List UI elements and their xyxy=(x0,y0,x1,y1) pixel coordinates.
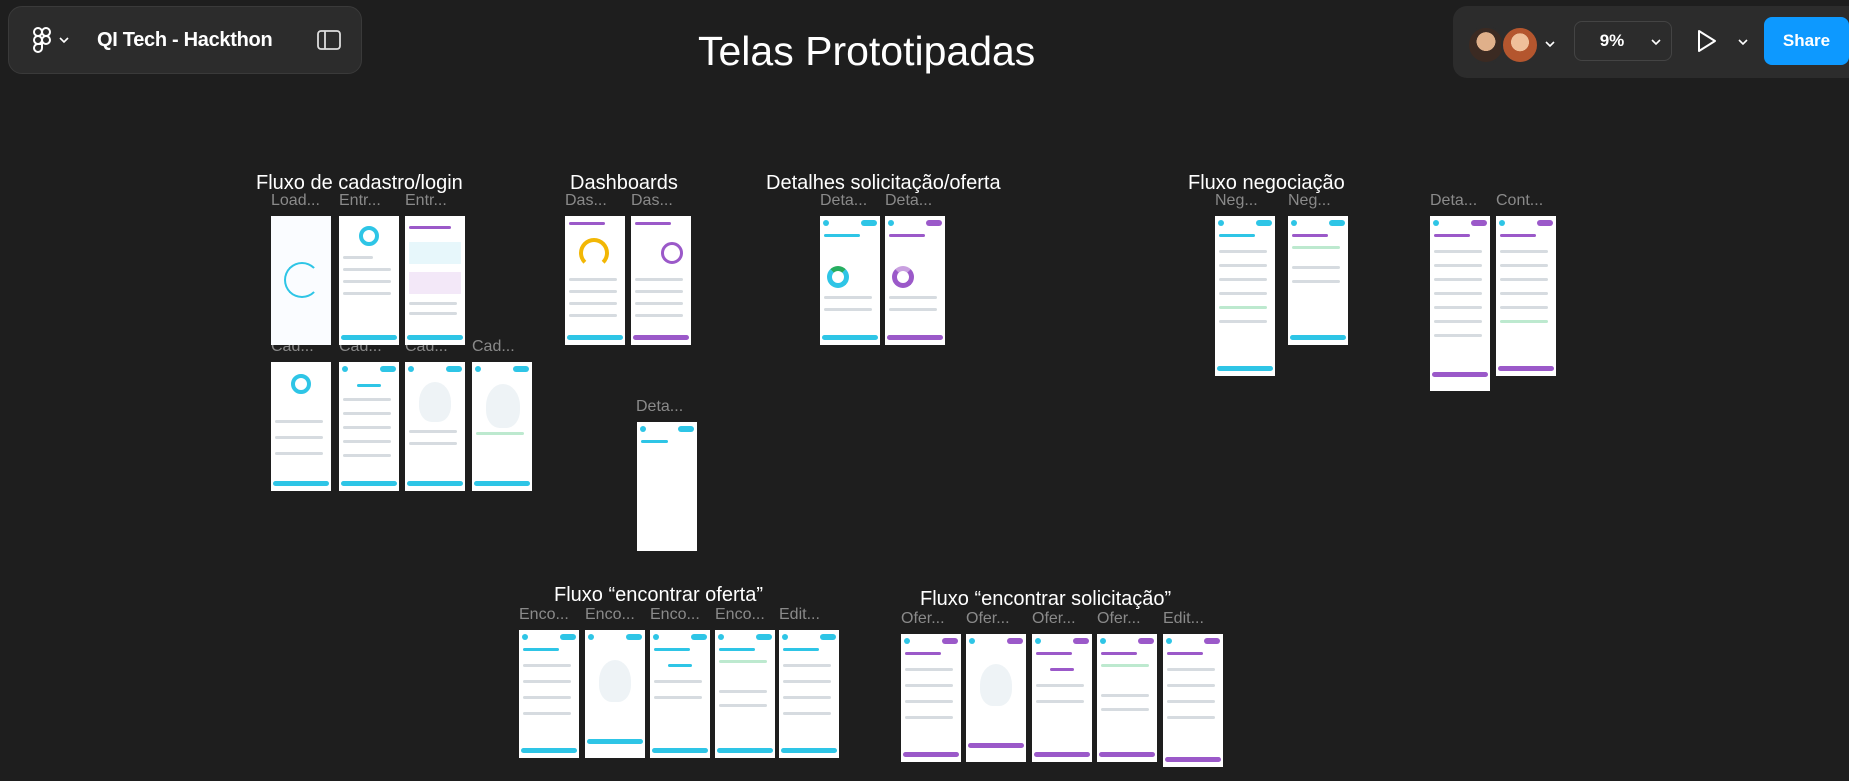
frame-label[interactable]: Deta... xyxy=(636,398,684,415)
frame-thumbnail[interactable] xyxy=(901,634,961,762)
frame-thumbnail[interactable] xyxy=(271,362,331,491)
frame-label[interactable]: Ofer... xyxy=(1097,610,1141,627)
frame-label[interactable]: Enco... xyxy=(650,606,700,623)
frame-thumbnail[interactable] xyxy=(1288,216,1348,345)
zoom-dropdown[interactable]: 9% xyxy=(1574,21,1672,61)
play-icon[interactable] xyxy=(1696,29,1718,53)
share-toolbar: 9% Share xyxy=(1453,6,1849,78)
frame-label[interactable]: Das... xyxy=(565,192,607,209)
share-button[interactable]: Share xyxy=(1764,17,1849,65)
frame-label[interactable]: Enco... xyxy=(585,606,635,623)
frame-thumbnail[interactable] xyxy=(820,216,880,345)
page-title: Telas Prototipadas xyxy=(698,28,1036,74)
frame-label[interactable]: Deta... xyxy=(885,192,933,209)
frame-thumbnail[interactable] xyxy=(966,634,1026,762)
frame-label[interactable]: Edit... xyxy=(779,606,820,623)
chevron-down-icon xyxy=(59,37,69,44)
frame-thumbnail[interactable] xyxy=(1032,634,1092,762)
frame-label[interactable]: Neg... xyxy=(1288,192,1331,209)
frame-label[interactable]: Cad... xyxy=(472,338,515,355)
chevron-down-icon[interactable] xyxy=(1738,38,1748,46)
section-title-encontrar-oferta: Fluxo “encontrar oferta” xyxy=(554,584,763,606)
frame-thumbnail[interactable] xyxy=(405,362,465,491)
frame-thumbnail[interactable] xyxy=(339,362,399,491)
file-title[interactable]: QI Tech - Hackthon xyxy=(97,28,273,51)
frame-thumbnail[interactable] xyxy=(779,630,839,758)
file-toolbar: QI Tech - Hackthon xyxy=(8,6,362,74)
frame-label[interactable]: Deta... xyxy=(1430,192,1478,209)
section-title-cadastro: Fluxo de cadastro/login xyxy=(256,172,463,194)
frame-label[interactable]: Ofer... xyxy=(966,610,1010,627)
frame-thumbnail[interactable] xyxy=(650,630,710,758)
chevron-down-icon xyxy=(1651,39,1661,46)
frame-thumbnail[interactable] xyxy=(715,630,775,758)
section-title-dashboards: Dashboards xyxy=(570,172,678,194)
frame-thumbnail[interactable] xyxy=(472,362,532,491)
section-title-encontrar-solicitacao: Fluxo “encontrar solicitação” xyxy=(920,588,1172,610)
frame-label[interactable]: Deta... xyxy=(820,192,868,209)
frame-thumbnail[interactable] xyxy=(1097,634,1157,762)
frame-thumbnail[interactable] xyxy=(1496,216,1556,376)
frame-label[interactable]: Edit... xyxy=(1163,610,1204,627)
frame-thumbnail[interactable] xyxy=(271,216,331,345)
sidebar-toggle-icon[interactable] xyxy=(317,30,341,50)
frame-thumbnail[interactable] xyxy=(585,630,645,758)
frame-thumbnail[interactable] xyxy=(519,630,579,758)
frame-thumbnail[interactable] xyxy=(1215,216,1275,376)
frame-label[interactable]: Ofer... xyxy=(901,610,945,627)
frame-label[interactable]: Neg... xyxy=(1215,192,1258,209)
frame-thumbnail[interactable] xyxy=(885,216,945,345)
frame-thumbnail[interactable] xyxy=(405,216,465,345)
section-title-detalhes: Detalhes solicitação/oferta xyxy=(766,172,1001,194)
zoom-value: 9% xyxy=(1599,31,1625,50)
frame-label[interactable]: Entr... xyxy=(339,192,381,209)
frame-label[interactable]: Cont... xyxy=(1496,192,1544,209)
frame-thumbnail[interactable] xyxy=(631,216,691,345)
section-title-negociacao: Fluxo negociação xyxy=(1188,172,1345,194)
frame-label[interactable]: Load... xyxy=(271,192,320,209)
frame-thumbnail[interactable] xyxy=(565,216,625,345)
frame-label[interactable]: Das... xyxy=(631,192,673,209)
frame-label[interactable]: Ofer... xyxy=(1032,610,1076,627)
frame-label[interactable]: Enco... xyxy=(519,606,569,623)
frame-thumbnail[interactable] xyxy=(1163,634,1223,767)
figma-logo-icon xyxy=(33,27,51,53)
frame-thumbnail[interactable] xyxy=(637,422,697,551)
frame-thumbnail[interactable] xyxy=(1430,216,1490,391)
chevron-down-icon[interactable] xyxy=(1545,40,1555,48)
frame-thumbnail[interactable] xyxy=(339,216,399,345)
avatar[interactable] xyxy=(1467,26,1505,64)
main-menu-button[interactable] xyxy=(33,27,69,53)
frame-label[interactable]: Enco... xyxy=(715,606,765,623)
frame-label[interactable]: Entr... xyxy=(405,192,447,209)
avatar[interactable] xyxy=(1501,26,1539,64)
